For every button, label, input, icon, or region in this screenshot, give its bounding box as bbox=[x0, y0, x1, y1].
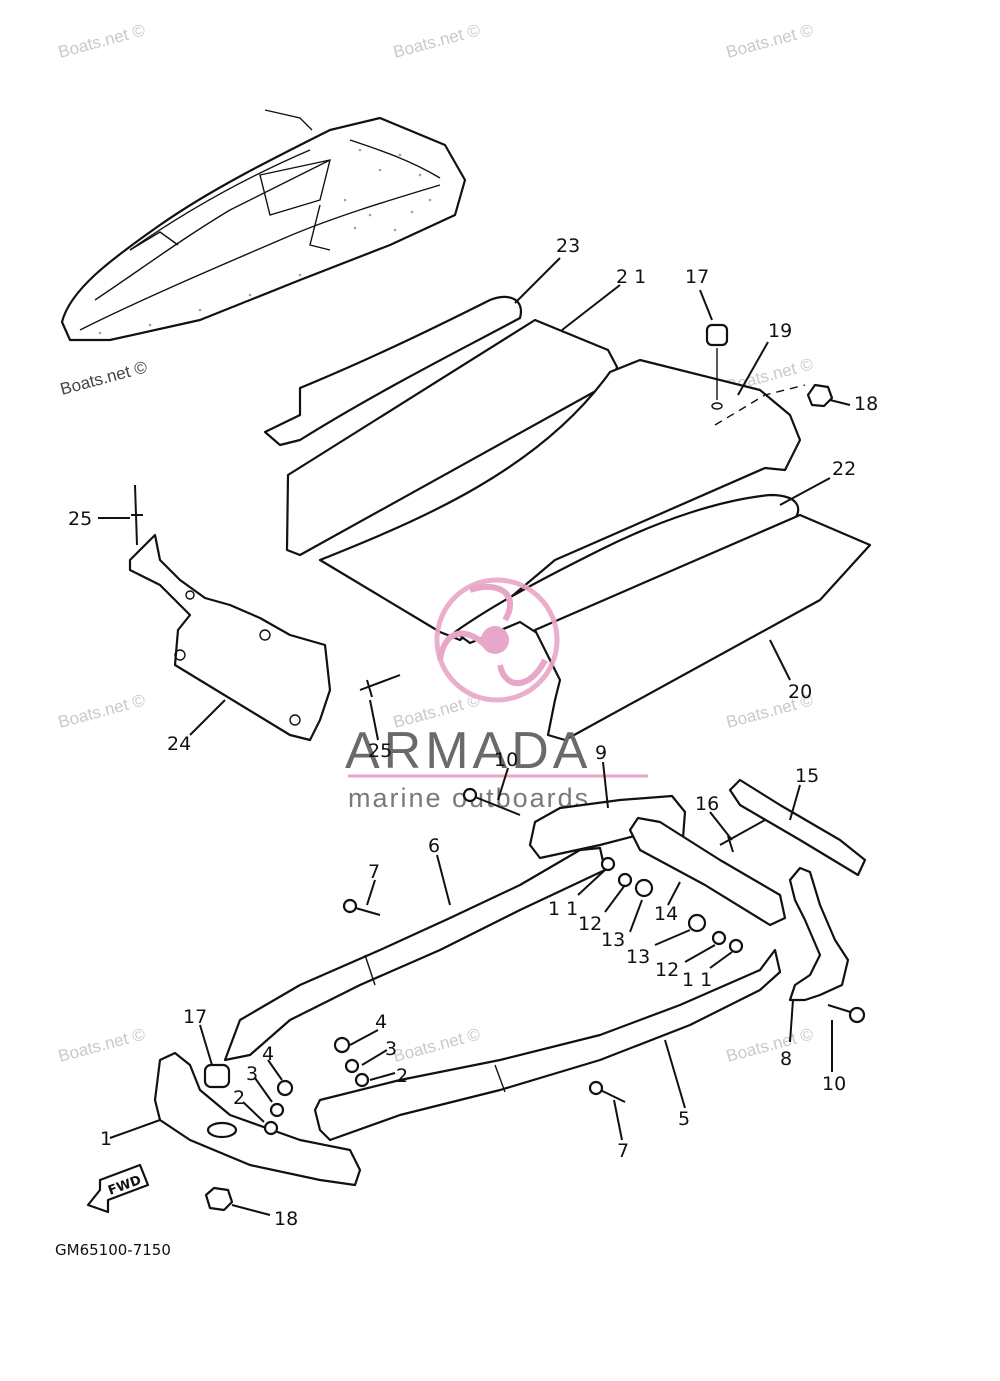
callout-11: 1 1 bbox=[682, 969, 712, 991]
strip-15 bbox=[728, 778, 867, 877]
callout-labels: 23 2 1 17 19 18 22 25 20 24 25 10 9 15 1… bbox=[68, 235, 878, 1230]
watermark: Boats.net © bbox=[724, 1024, 815, 1066]
callout-14: 14 bbox=[654, 903, 678, 925]
callout-6: 6 bbox=[428, 835, 440, 857]
callout-3: 3 bbox=[246, 1063, 258, 1085]
callout-12: 12 bbox=[655, 959, 679, 981]
floor-mat-center bbox=[318, 358, 802, 642]
callout-18: 18 bbox=[854, 393, 878, 415]
callout-2: 2 bbox=[396, 1065, 408, 1087]
callout-8: 8 bbox=[780, 1048, 792, 1070]
watermark: Boats.net © bbox=[391, 1024, 482, 1066]
callout-12: 12 bbox=[578, 913, 602, 935]
watermark: Boats.net © bbox=[391, 20, 482, 62]
callout-17: 17 bbox=[685, 266, 709, 288]
watermark: Boats.net © bbox=[724, 20, 815, 62]
callout-11: 1 1 bbox=[548, 898, 578, 920]
callout-18: 18 bbox=[274, 1208, 298, 1230]
brand-name: ARMADA bbox=[345, 722, 591, 780]
bracket-24 bbox=[128, 533, 332, 742]
callout-10: 10 bbox=[494, 749, 518, 771]
rail-5 bbox=[313, 948, 782, 1142]
callout-25: 25 bbox=[68, 508, 92, 530]
fwd-arrow-icon: FWD bbox=[86, 1163, 150, 1214]
watermark: Boats.net © bbox=[56, 20, 147, 62]
callout-22: 22 bbox=[832, 458, 856, 480]
rail-14 bbox=[628, 816, 787, 927]
armada-logo: ARMADA marine outboards bbox=[345, 577, 648, 813]
callout-23: 23 bbox=[556, 235, 580, 257]
watermark: Boats.net © bbox=[56, 690, 147, 732]
rail-6 bbox=[223, 846, 607, 1062]
watercraft-illustration bbox=[60, 109, 467, 342]
callout-2: 2 bbox=[233, 1087, 245, 1109]
watermark: Boats.net © bbox=[56, 1024, 147, 1066]
callout-20: 20 bbox=[788, 681, 812, 703]
callout-13: 13 bbox=[601, 929, 625, 951]
callout-25: 25 bbox=[368, 740, 392, 762]
bumper-1 bbox=[153, 1051, 362, 1187]
callout-16: 16 bbox=[695, 793, 719, 815]
callout-5: 5 bbox=[678, 1108, 690, 1130]
callout-4: 4 bbox=[375, 1011, 387, 1033]
rail-9 bbox=[528, 794, 687, 860]
bumper-8 bbox=[788, 866, 850, 1002]
callout-19: 19 bbox=[768, 320, 792, 342]
callout-4: 4 bbox=[262, 1043, 274, 1065]
callout-24: 24 bbox=[167, 733, 191, 755]
leader-lines bbox=[98, 257, 851, 1216]
callout-3: 3 bbox=[385, 1038, 397, 1060]
callout-17: 17 bbox=[183, 1006, 207, 1028]
diagram-code: GM65100-7150 bbox=[55, 1241, 171, 1259]
callout-7: 7 bbox=[617, 1140, 629, 1162]
watermark: Boats.net © bbox=[58, 357, 149, 399]
mat-20 bbox=[533, 513, 872, 742]
callout-7: 7 bbox=[368, 861, 380, 883]
callout-13: 13 bbox=[626, 946, 650, 968]
callout-9: 9 bbox=[595, 742, 607, 764]
callout-1: 1 bbox=[100, 1128, 112, 1150]
callout-10: 10 bbox=[822, 1073, 846, 1095]
callout-15: 15 bbox=[795, 765, 819, 787]
callout-21: 2 1 bbox=[616, 266, 646, 288]
